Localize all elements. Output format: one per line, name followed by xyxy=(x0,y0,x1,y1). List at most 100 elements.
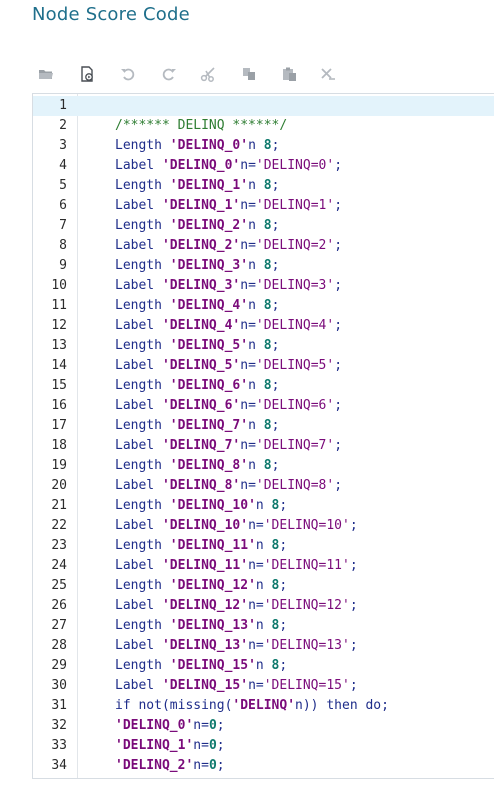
code-token: 0 xyxy=(208,758,217,773)
code-text: /****** DELINQ ******/ xyxy=(115,116,287,136)
line-number: 3 xyxy=(59,138,67,153)
line-number: 23 xyxy=(51,538,67,553)
code-text: Label 'DELINQ_3'n='DELINQ=3'; xyxy=(115,276,342,296)
code-token: Label xyxy=(115,678,162,693)
redo-icon xyxy=(162,68,176,81)
code-token: 'DELINQ_4' xyxy=(161,318,241,333)
code-token: Label xyxy=(115,518,162,533)
code-token: 'DELINQ_12' xyxy=(161,598,249,613)
code-token: n)) then do; xyxy=(295,698,389,713)
code-token: 'DELINQ_3' xyxy=(161,278,241,293)
code-text: Length 'DELINQ_6'n 8; xyxy=(115,376,279,396)
redo-button[interactable] xyxy=(159,64,179,84)
line-number: 25 xyxy=(51,578,67,593)
code-token: 'DELINQ_15' xyxy=(169,658,256,673)
line-number: 32 xyxy=(51,718,67,733)
paste-button[interactable] xyxy=(279,64,299,84)
code-token: ; xyxy=(279,498,288,513)
clear-button[interactable] xyxy=(318,64,338,84)
copy-button[interactable] xyxy=(239,64,259,84)
code-token: n xyxy=(248,638,256,653)
open-button[interactable] xyxy=(36,64,56,84)
code-token: 'DELINQ=11' xyxy=(263,558,350,573)
code-token: 8 xyxy=(263,258,272,273)
code-line[interactable]: 1 xyxy=(33,96,494,116)
code-token: 'DELINQ=3' xyxy=(255,278,335,293)
code-text: 'DELINQ_1'n=0; xyxy=(115,736,225,756)
code-token: Length xyxy=(115,418,170,433)
code-token: n xyxy=(255,658,272,673)
code-token: 'DELINQ_15' xyxy=(161,678,249,693)
code-token: 'DELINQ=7' xyxy=(255,438,335,453)
code-token: ; xyxy=(271,418,280,433)
code-token: n xyxy=(248,298,264,313)
code-token: ; xyxy=(349,678,358,693)
code-token: 'DELINQ_0' xyxy=(169,138,249,153)
line-number: 17 xyxy=(51,418,67,433)
code-token: 'DELINQ_6' xyxy=(169,378,249,393)
code-token: ; xyxy=(349,518,358,533)
line-number: 21 xyxy=(51,498,67,513)
code-token: n xyxy=(248,338,264,353)
code-token: Label xyxy=(115,278,162,293)
line-number: 6 xyxy=(59,198,67,213)
code-token: ; xyxy=(216,758,225,773)
cut-button[interactable] xyxy=(198,64,218,84)
code-line[interactable]: 2/****** DELINQ ******/ xyxy=(33,116,494,136)
code-token: n xyxy=(248,598,256,613)
code-token: n xyxy=(248,138,264,153)
code-token: = xyxy=(255,558,264,573)
code-line[interactable]: 33'DELINQ_1'n=0; xyxy=(33,736,494,756)
code-line[interactable]: 34'DELINQ_2'n=0; xyxy=(33,756,494,776)
code-token: 8 xyxy=(263,418,272,433)
code-token: = xyxy=(248,358,256,373)
line-number: 9 xyxy=(59,258,67,273)
undo-button[interactable] xyxy=(118,64,138,84)
line-number: 12 xyxy=(51,318,67,333)
code-line[interactable]: 32'DELINQ_0'n=0; xyxy=(33,716,494,736)
code-token: 'DELINQ_4' xyxy=(169,298,249,313)
code-text: Length 'DELINQ_8'n 8; xyxy=(115,456,279,476)
line-number: 5 xyxy=(59,178,67,193)
code-token: n xyxy=(255,498,272,513)
code-token: = xyxy=(201,758,209,773)
code-token: 'DELINQ=10' xyxy=(263,518,350,533)
run-button[interactable] xyxy=(77,64,97,84)
code-token: 'DELINQ_13' xyxy=(161,638,249,653)
line-number: 20 xyxy=(51,478,67,493)
code-token: 'DELINQ_7' xyxy=(161,438,241,453)
code-token: = xyxy=(248,318,256,333)
code-token: n xyxy=(248,458,264,473)
